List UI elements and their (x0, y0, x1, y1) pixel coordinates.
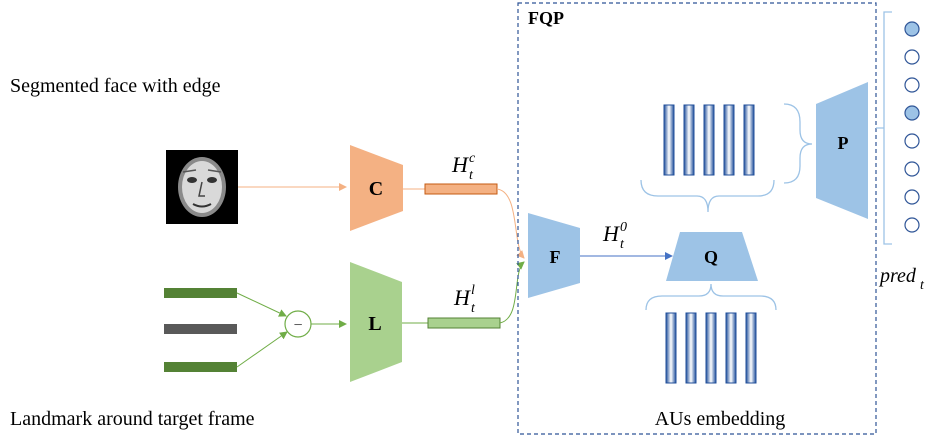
hl-feature-label: H t l (453, 283, 476, 316)
svg-text:l: l (471, 283, 475, 298)
q-block-label: Q (704, 247, 718, 267)
output-bracket (876, 11, 892, 245)
minus-sign: − (293, 317, 302, 334)
bottom-bars-brace (645, 283, 777, 311)
l-block-label: L (368, 313, 381, 335)
output-circle (904, 77, 920, 93)
svg-text:H: H (453, 285, 471, 310)
fqp-module-box (517, 2, 877, 435)
output-circle (904, 105, 920, 121)
p-block-label: P (838, 133, 849, 153)
top-bars-brace (640, 179, 775, 213)
h0-feature-label: H t 0 (602, 220, 627, 252)
svg-text:pred: pred (878, 265, 917, 287)
svg-text:H: H (451, 152, 469, 177)
landmark-bar-bottom (164, 362, 237, 372)
output-circle (904, 217, 920, 233)
hc-to-f-arrow (496, 188, 525, 259)
hl-to-f-arrow (499, 261, 525, 324)
landmark-bar-top (164, 288, 237, 298)
c-block-label: C (369, 178, 383, 200)
pred-label: pred t (878, 265, 925, 293)
hc-feature-label: H t c (451, 151, 476, 183)
segmented-face-label: Segmented face with edge (10, 75, 221, 97)
hl-feature-bar (427, 317, 501, 329)
svg-text:t: t (920, 278, 925, 293)
svg-text:t: t (620, 237, 625, 252)
output-circle (904, 133, 920, 149)
hc-feature-bar (424, 183, 498, 195)
svg-text:t: t (471, 301, 476, 316)
landmark-label: Landmark around target frame (10, 408, 255, 430)
f-block-label: F (550, 247, 561, 267)
subtract-operator: − (284, 310, 312, 338)
au-embedding-bars-top (663, 104, 755, 176)
aus-embedding-label: AUs embedding (655, 408, 786, 430)
segmented-face-image (166, 150, 238, 224)
au-embedding-bars-bottom (665, 312, 757, 384)
q-query-block: Q (666, 232, 758, 281)
svg-text:0: 0 (620, 220, 627, 235)
c-encoder-block: C (350, 145, 403, 231)
l-encoder-block: L (350, 262, 402, 382)
output-circle (904, 49, 920, 65)
landmark-input (164, 288, 237, 372)
p-prediction-block: P (816, 82, 868, 219)
output-circle (904, 189, 920, 205)
output-circle (904, 21, 920, 37)
svg-text:H: H (602, 221, 620, 246)
output-predictions (904, 21, 920, 233)
p-input-brace (783, 103, 813, 184)
landmark-bar-middle (164, 324, 237, 334)
svg-text:c: c (469, 151, 476, 166)
output-circle (904, 161, 920, 177)
svg-text:t: t (469, 168, 474, 183)
fqp-title: FQP (528, 8, 564, 28)
f-fusion-block: F (528, 213, 580, 298)
